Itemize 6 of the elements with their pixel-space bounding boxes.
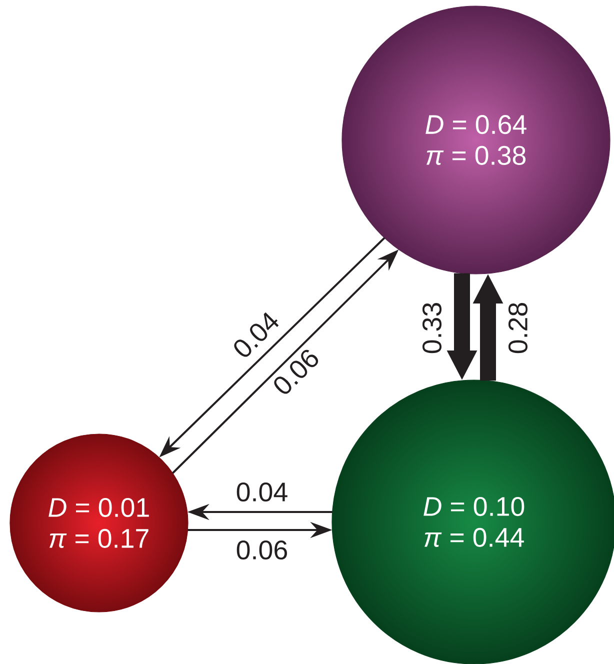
- edge-label: 0.33: [422, 303, 442, 354]
- sphere: D = 0.01 π = 0.17: [10, 434, 188, 612]
- sphere: D = 0.64 π = 0.38: [342, 6, 610, 274]
- edge-label: 0.04: [236, 482, 288, 502]
- edge-label: 0.28: [508, 302, 528, 354]
- edge-label: 0.06: [236, 540, 287, 560]
